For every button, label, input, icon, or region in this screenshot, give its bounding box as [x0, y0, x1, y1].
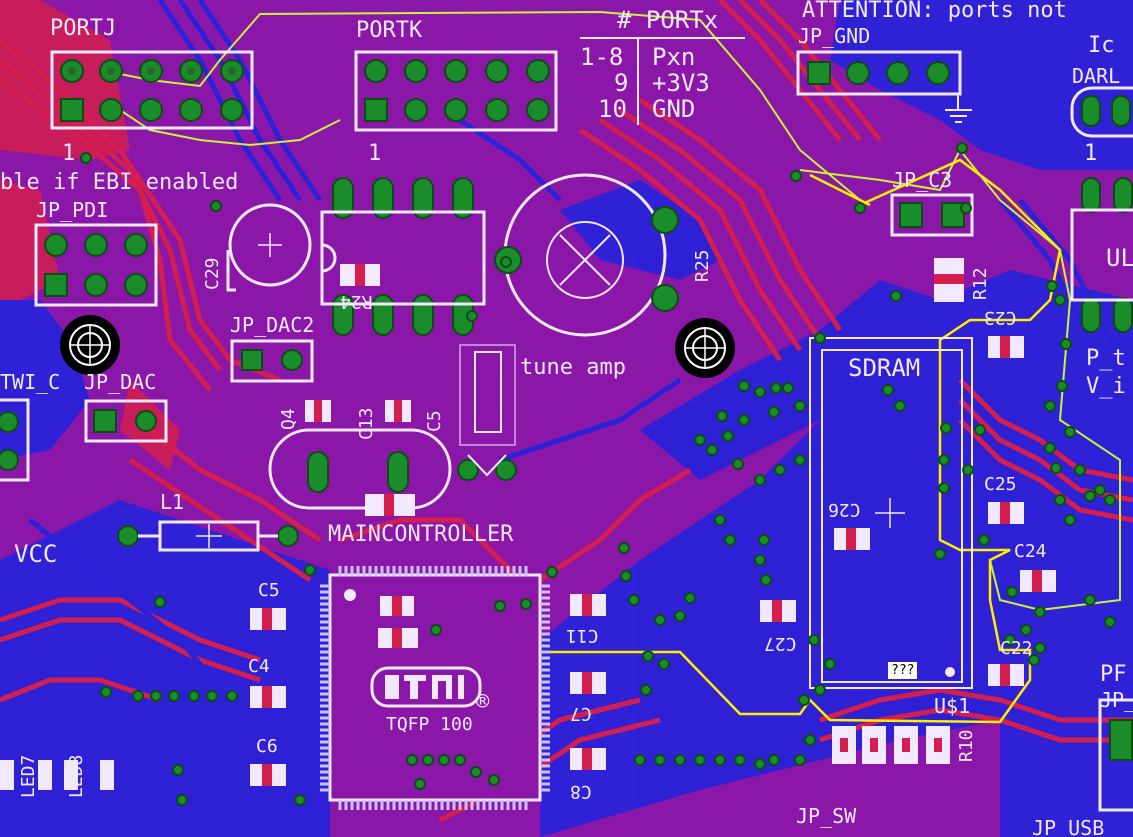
label-q4: Q4: [278, 408, 299, 430]
capacitor-c29[interactable]: [226, 203, 312, 292]
label-jp-sw: JP_SW: [796, 804, 857, 828]
header-jp-dac2[interactable]: [230, 339, 314, 383]
label-registered: ®: [476, 690, 490, 715]
atmel-logo: [370, 666, 482, 708]
label-c5b: C5: [258, 580, 280, 601]
tooltip-unknown-value[interactable]: ???: [888, 662, 918, 679]
label-c23: C23: [984, 307, 1017, 328]
portx-table-lines: [580, 37, 745, 125]
label-portx-header: # PORTx: [617, 6, 719, 34]
header-jp-c3[interactable]: [890, 193, 974, 237]
label-c27: C27: [764, 633, 797, 654]
ic-sdram[interactable]: [809, 337, 973, 689]
label-vcc: VCC: [14, 540, 58, 568]
label-portj: PORTJ: [50, 16, 117, 41]
mounting-hole-left: [60, 315, 120, 375]
header-portj[interactable]: [50, 50, 254, 130]
label-u1: U$1: [934, 694, 971, 718]
header-twi-c[interactable]: [0, 398, 30, 482]
label-attention: ATTENTION: ports not: [802, 0, 1067, 23]
label-portx-r1-pins: 1-8: [580, 43, 624, 71]
label-portx-r2-pins: 9: [614, 69, 629, 97]
label-c11: C11: [566, 625, 599, 646]
label-sdram: SDRAM: [848, 354, 921, 382]
component-right-edge: [1070, 86, 1133, 812]
label-led8: LED8: [66, 754, 87, 798]
label-r24: R24: [340, 291, 373, 312]
label-jp-dac: JP_DAC: [84, 370, 157, 394]
label-jp-right: JP_: [1100, 688, 1133, 712]
header-jp-dac[interactable]: [84, 399, 168, 443]
label-tune-amp: tune amp: [520, 355, 626, 380]
label-jp-dac2: JP_DAC2: [230, 313, 315, 337]
label-c13: C13: [356, 407, 377, 440]
label-pin1-portj: 1: [62, 141, 76, 166]
label-pin1-right: 1: [1084, 141, 1098, 166]
label-l1: L1: [160, 490, 185, 514]
label-c8: C8: [570, 781, 592, 802]
ic-main-controller[interactable]: [320, 566, 550, 810]
label-ul: UL: [1106, 244, 1133, 272]
label-c29: C29: [202, 257, 223, 290]
mounting-hole-right: [675, 318, 735, 378]
label-portx-r2-val: +3V3: [652, 69, 710, 97]
component-d1[interactable]: [457, 344, 517, 481]
label-c5: C5: [424, 410, 445, 432]
label-tqfp: TQFP 100: [386, 714, 473, 735]
label-portx-r1-val: Pxn: [652, 43, 696, 71]
label-c22: C22: [1000, 638, 1033, 659]
label-pin1-portk: 1: [368, 141, 382, 166]
label-p-t: P_t: [1086, 346, 1126, 371]
label-c7: C7: [570, 703, 592, 724]
label-jp-usb: JP_USB: [1032, 816, 1105, 837]
label-twi-c: TWI_C: [0, 370, 61, 394]
label-pf: PF: [1100, 662, 1127, 687]
label-portx-r3-val: GND: [652, 95, 696, 123]
header-jp-gnd[interactable]: [796, 50, 972, 123]
label-r12: R12: [970, 267, 991, 300]
inductor-l1[interactable]: [117, 520, 299, 552]
label-c4: C4: [248, 656, 270, 677]
label-ebi-note: ble if EBI enabled: [0, 170, 239, 195]
header-portk[interactable]: [354, 50, 558, 132]
label-c6: C6: [256, 736, 278, 757]
label-portk: PORTK: [356, 18, 423, 43]
ic-dip8[interactable]: [320, 177, 486, 336]
label-c25: C25: [984, 474, 1017, 495]
label-v-i: V_i: [1086, 374, 1126, 399]
vias: [80, 142, 1116, 806]
label-r10: R10: [956, 729, 977, 762]
label-portx-r3-pins: 10: [598, 95, 627, 123]
label-jp-c3: JP_C3: [892, 168, 953, 192]
label-maincontroller: MAINCONTROLLER: [328, 522, 514, 547]
label-ic: Ic: [1088, 33, 1115, 58]
label-jp-gnd: JP_GND: [798, 24, 871, 48]
label-c26: C26: [828, 499, 861, 520]
crystal-q4[interactable]: [268, 400, 452, 516]
label-c24: C24: [1014, 541, 1047, 562]
label-led7: LED7: [18, 754, 39, 798]
header-jp-pdi[interactable]: [34, 223, 158, 307]
label-darl: DARL: [1072, 64, 1121, 88]
label-jp-pdi: JP_PDI: [36, 198, 109, 222]
bottom-copper-traces: [28, 0, 1133, 702]
label-r25: R25: [692, 249, 713, 282]
smd-passives[interactable]: [0, 258, 1056, 790]
